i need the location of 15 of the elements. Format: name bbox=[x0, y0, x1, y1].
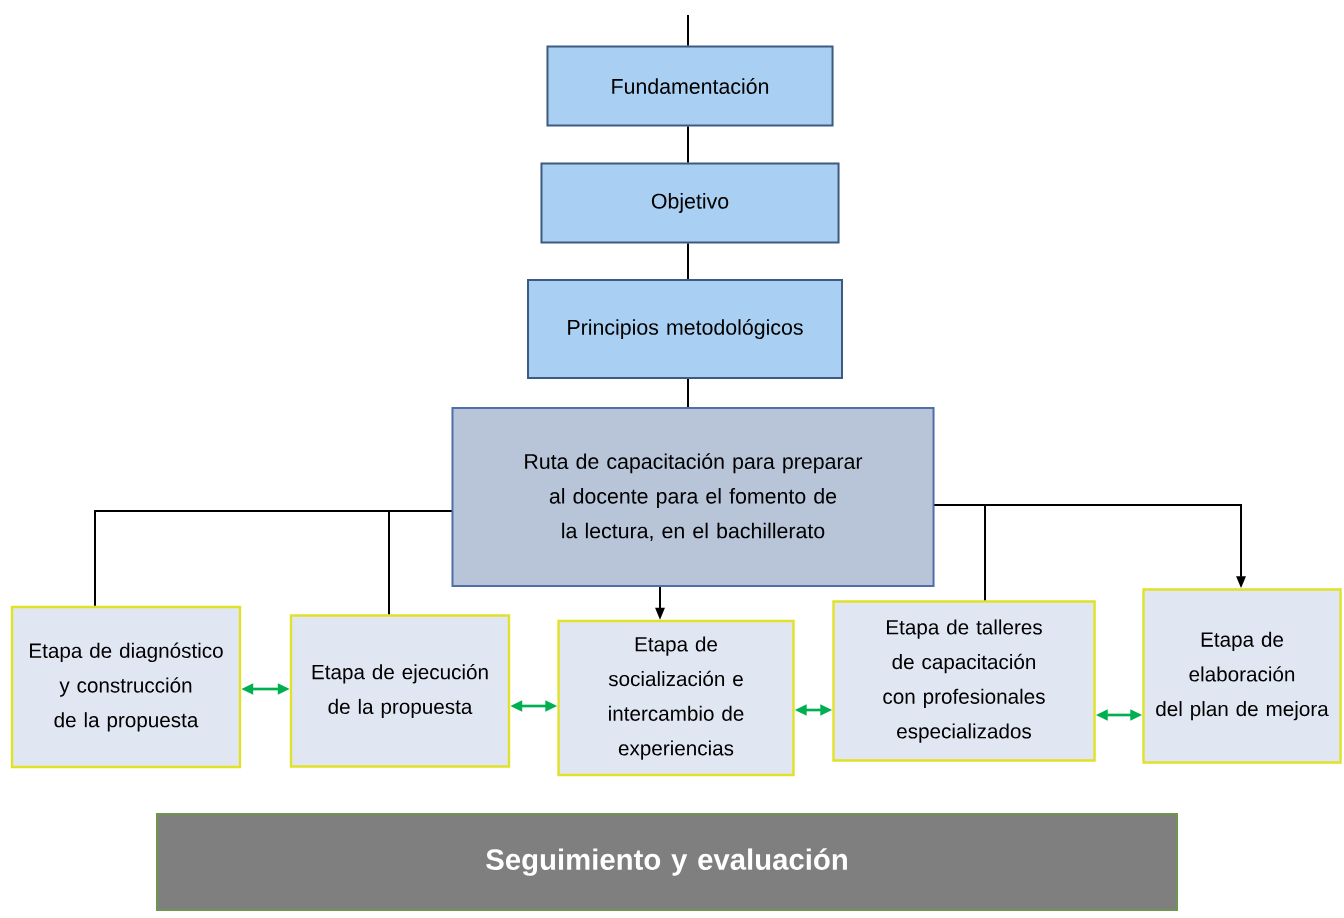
connector-line bbox=[687, 378, 689, 408]
stage-box: Etapa de diagnóstico y construcción de la propuesta bbox=[10, 605, 242, 769]
process-box: Ruta de capacitación para preparar al docente para el fomento de la lectura, en el bachillerato bbox=[451, 407, 935, 587]
stage-box: Etapa de ejecución de la propuesta bbox=[289, 614, 511, 768]
process-box: Objetivo bbox=[540, 162, 840, 244]
process-box: Fundamentación bbox=[546, 45, 834, 127]
connector-line bbox=[687, 14, 689, 47]
connector-line bbox=[687, 125, 689, 164]
banner-box: Seguimiento y evaluación bbox=[156, 813, 1178, 911]
connector-line bbox=[687, 242, 689, 280]
process-box: Principios metodológicos bbox=[527, 279, 843, 379]
stage-box: Etapa de elaboración del plan de mejora bbox=[1142, 588, 1342, 764]
connector-line bbox=[388, 510, 453, 616]
stage-box: Etapa de socialización e intercambio de experiencias bbox=[557, 619, 795, 777]
stage-box: Etapa de talleres de capacitación con profesionales especializados bbox=[832, 600, 1096, 762]
